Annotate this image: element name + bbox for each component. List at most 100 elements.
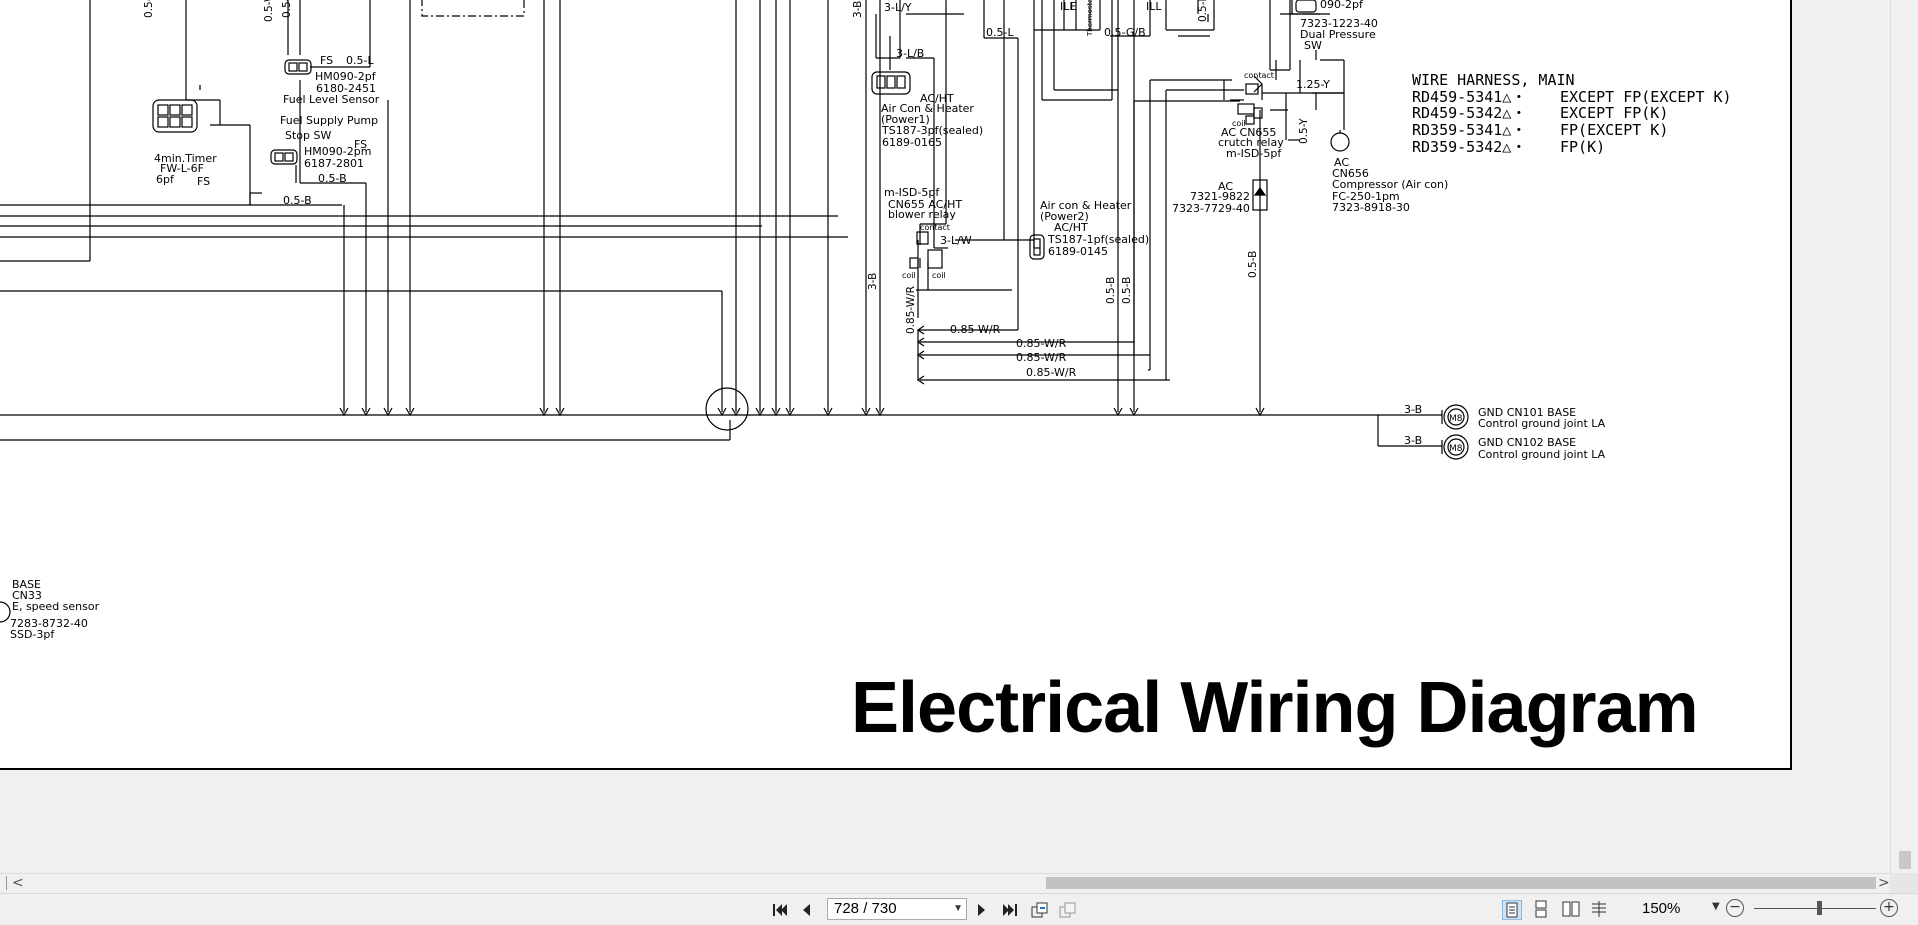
svg-text:AC: AC	[1334, 156, 1349, 169]
document-viewer[interactable]: FS 0.5-L HM090-2pf 6180-2451 Fuel Level …	[0, 0, 1890, 873]
svg-text:3-L/W: 3-L/W	[940, 234, 972, 247]
copy-page-button[interactable]	[1058, 900, 1078, 920]
svg-text:0.5-L: 0.5-L	[1197, 0, 1209, 22]
previous-page-icon	[803, 904, 810, 916]
pdf-page: FS 0.5-L HM090-2pf 6180-2451 Fuel Level …	[0, 0, 1792, 770]
page-number-field[interactable]: 728 / 730 ▼	[827, 898, 967, 920]
svg-text:7323-8918-30: 7323-8918-30	[1332, 201, 1410, 214]
svg-text:6189-0145: 6189-0145	[1048, 245, 1108, 258]
rotate-view-button[interactable]	[1030, 900, 1050, 920]
wiring-diagram: FS 0.5-L HM090-2pf 6180-2451 Fuel Level …	[0, 0, 1732, 748]
single-page-icon	[1506, 902, 1518, 918]
svg-text:crutch relay: crutch relay	[1218, 136, 1284, 149]
svg-text:AC CN655: AC CN655	[1221, 126, 1276, 139]
horizontal-scroll-thumb[interactable]	[1046, 877, 1876, 889]
svg-text:7323-1223-40: 7323-1223-40	[1300, 17, 1378, 30]
svg-text:BASE: BASE	[12, 578, 41, 591]
svg-text:AC: AC	[1218, 180, 1233, 193]
previous-page-button[interactable]	[796, 900, 816, 920]
svg-text:6pf: 6pf	[156, 173, 175, 186]
chevron-down-icon[interactable]: ▼	[953, 903, 963, 914]
svg-text:FS: FS	[354, 138, 367, 151]
two-page-continuous-button[interactable]	[1590, 900, 1610, 920]
diagram-title: Electrical Wiring Diagram	[851, 668, 1698, 748]
svg-text:M8: M8	[1449, 414, 1463, 424]
continuous-view-button[interactable]	[1532, 900, 1552, 920]
zoom-level[interactable]: 150%	[1642, 900, 1681, 917]
svg-text:m-ISD-5pf: m-ISD-5pf	[1226, 147, 1282, 160]
svg-text:Air con & Heater: Air con & Heater	[1040, 199, 1132, 212]
svg-text:contact: contact	[1244, 71, 1274, 80]
svg-text:blower relay: blower relay	[888, 208, 956, 221]
zoom-slider[interactable]	[1754, 908, 1876, 909]
svg-text:Air Con & Heater: Air Con & Heater	[881, 102, 974, 115]
svg-text:0.5-B: 0.5-B	[1247, 251, 1259, 278]
svg-text:FP(K): FP(K)	[1560, 138, 1605, 156]
svg-text:3-L/Y: 3-L/Y	[884, 1, 912, 14]
single-page-view-button[interactable]	[1502, 900, 1522, 920]
svg-text:SSD-3pf: SSD-3pf	[10, 628, 55, 641]
svg-text:Thermostat: Thermostat	[1086, 0, 1094, 37]
svg-text:Control ground joint LA: Control ground joint LA	[1478, 417, 1606, 430]
svg-text:RD459-5342△・: RD459-5342△・	[1412, 104, 1526, 122]
svg-text:7283-8732-40: 7283-8732-40	[10, 617, 88, 630]
svg-text:(Power2): (Power2)	[1040, 210, 1089, 223]
svg-text:Control ground joint LA: Control ground joint LA	[1478, 448, 1606, 461]
continuous-page-icon	[1535, 900, 1547, 918]
svg-text:RD459-5341△・: RD459-5341△・	[1412, 88, 1526, 106]
svg-text:WIRE HARNESS, MAIN: WIRE HARNESS, MAIN	[1412, 71, 1575, 89]
svg-text:0.5-L: 0.5-L	[143, 0, 155, 18]
two-page-continuous-icon	[1592, 901, 1606, 917]
zoom-out-button[interactable]: −	[1726, 899, 1744, 917]
first-page-button[interactable]	[770, 900, 790, 920]
zoom-dropdown-icon[interactable]: ▼	[1712, 901, 1720, 912]
svg-text:4min.Timer: 4min.Timer	[154, 152, 217, 165]
svg-text:3-B: 3-B	[852, 1, 864, 18]
svg-text:E, speed sensor: E, speed sensor	[12, 600, 100, 613]
svg-text:FW-L-6F: FW-L-6F	[160, 162, 204, 175]
svg-text:Compressor (Air con): Compressor (Air con)	[1332, 178, 1448, 191]
svg-text:(Power1): (Power1)	[881, 113, 930, 126]
viewer-toolbar: 728 / 730 ▼ 150% ▼ − +	[0, 893, 1918, 925]
svg-text:m-ISD-5pf: m-ISD-5pf	[884, 186, 940, 199]
page-export-icon	[1031, 902, 1048, 918]
svg-text:0.5-B: 0.5-B	[1121, 277, 1133, 304]
last-page-button[interactable]	[1000, 900, 1020, 920]
svg-text:0.5-L: 0.5-L	[986, 26, 1014, 39]
next-page-icon	[978, 904, 985, 916]
svg-text:FS: FS	[197, 175, 210, 188]
svg-text:AC/HT: AC/HT	[920, 92, 954, 105]
scroll-right-icon[interactable]: >	[1878, 875, 1890, 891]
zoom-in-button[interactable]: +	[1880, 899, 1898, 917]
svg-text:coil: coil	[902, 271, 916, 280]
vertical-scrollbar[interactable]	[1890, 0, 1918, 873]
svg-text:Fuel Level Sensor: Fuel Level Sensor	[283, 93, 380, 106]
svg-text:FC-250-1pm: FC-250-1pm	[1332, 190, 1400, 203]
scroll-left-icon[interactable]: <	[12, 875, 24, 891]
scroll-grip-icon	[0, 876, 7, 890]
svg-text:EXCEPT FP(EXCEPT K): EXCEPT FP(EXCEPT K)	[1560, 88, 1732, 106]
svg-text:SW: SW	[1304, 39, 1322, 52]
svg-text:CN655 AC/HT: CN655 AC/HT	[888, 198, 962, 211]
svg-text:0.5-B: 0.5-B	[1105, 277, 1117, 304]
vertical-scroll-thumb[interactable]	[1899, 851, 1911, 869]
svg-text:CN656: CN656	[1332, 167, 1369, 180]
svg-text:0.5-G/B: 0.5-G/B	[1104, 26, 1146, 39]
zoom-slider-thumb[interactable]	[1817, 901, 1822, 915]
svg-text:3-B: 3-B	[867, 273, 879, 290]
svg-text:FS: FS	[320, 54, 333, 67]
svg-text:ILL: ILL	[1060, 0, 1076, 13]
two-page-view-button[interactable]	[1562, 900, 1582, 920]
svg-text:0.5-B: 0.5-B	[318, 172, 347, 185]
svg-text:coil: coil	[932, 271, 946, 280]
svg-text:0.5-L: 0.5-L	[346, 54, 374, 67]
svg-text:0.5-B: 0.5-B	[283, 194, 312, 207]
svg-text:RD359-5341△・: RD359-5341△・	[1412, 121, 1526, 139]
page-copy-icon	[1059, 902, 1076, 918]
svg-text:0.85-W/R: 0.85-W/R	[1026, 366, 1077, 379]
horizontal-scrollbar[interactable]: < >	[0, 873, 1890, 893]
next-page-button[interactable]	[972, 900, 992, 920]
svg-text:7323-7729-40: 7323-7729-40	[1172, 202, 1250, 215]
svg-text:FP(EXCEPT K): FP(EXCEPT K)	[1560, 121, 1668, 139]
svg-text:TS187-3pf(sealed): TS187-3pf(sealed)	[881, 124, 983, 137]
